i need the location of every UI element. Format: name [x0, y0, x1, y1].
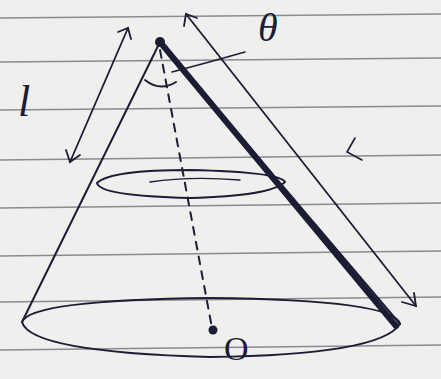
arrow-head: [66, 150, 80, 162]
centre-dot: [209, 326, 218, 335]
length-arrow: [186, 14, 416, 306]
ruled-lines: [0, 14, 441, 350]
base-ellipse: [22, 298, 400, 357]
centre-label: O: [224, 332, 249, 366]
apex-dot: [155, 37, 165, 47]
arrow-head: [118, 28, 131, 39]
rod: [160, 42, 396, 326]
section-ellipse: [97, 170, 285, 198]
arrow-head: [402, 293, 416, 306]
right-angle-mark: [347, 138, 362, 160]
angle-label: θ: [258, 8, 278, 48]
length-label: l: [18, 80, 30, 124]
section-ellipse-inner: [150, 178, 240, 182]
cone-side: [22, 42, 160, 322]
arrow-head: [184, 14, 197, 26]
length-arrow: [70, 28, 128, 162]
angle-arc: [145, 80, 176, 87]
